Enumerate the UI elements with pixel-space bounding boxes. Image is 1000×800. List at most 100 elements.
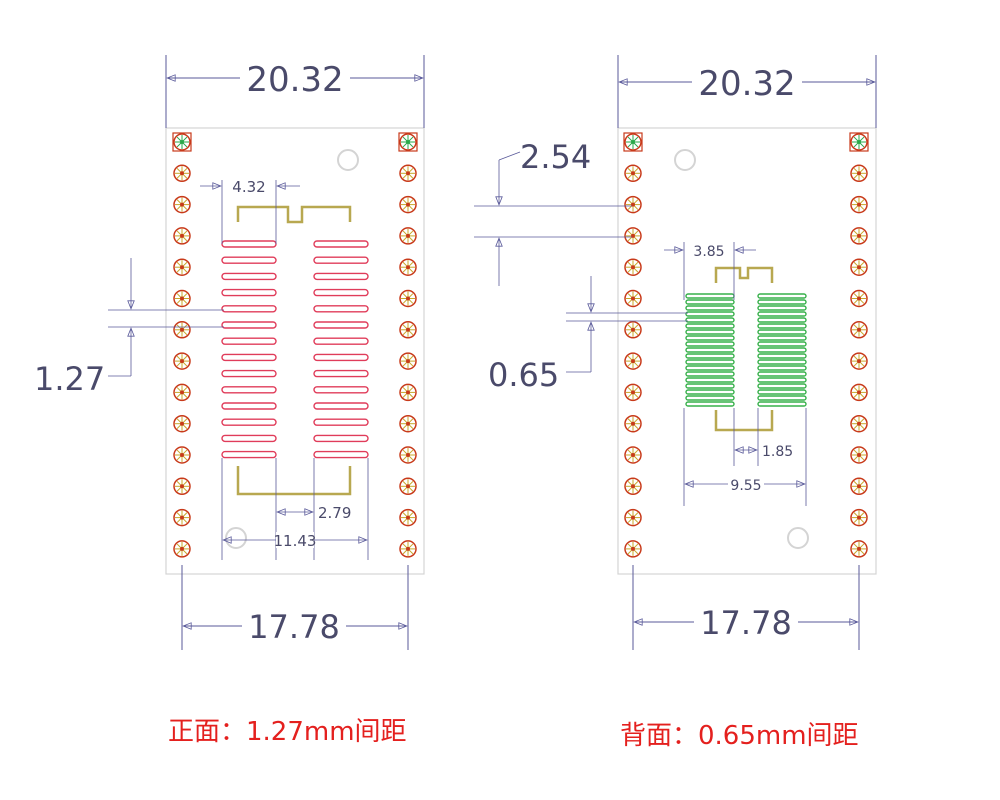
back-pad-left-14 — [685, 371, 735, 377]
front-pad-left-13 — [221, 434, 277, 443]
front-pin-left-12 — [173, 477, 191, 496]
front-dim-inner: 2.79 — [318, 504, 351, 522]
back-pin-left-2 — [624, 164, 642, 183]
back-dim-pad-span: 9.55 — [730, 478, 761, 494]
front-pin-right-5 — [399, 258, 417, 276]
back-smd-pads — [685, 293, 807, 407]
back-pad-right-7 — [757, 329, 807, 335]
front-silkscreen-top — [236, 205, 352, 224]
front-board: 20.32 17.78 4.32 1.27 2.79 11.43 正面：1.27… — [34, 55, 425, 747]
front-pin-left-9 — [173, 383, 191, 402]
back-pad-left-19 — [685, 401, 735, 407]
front-dim-pitch: 1.27 — [34, 360, 105, 398]
front-pad-right-6 — [313, 321, 369, 329]
back-pad-right-2 — [757, 299, 807, 305]
back-pad-left-9 — [685, 341, 735, 347]
front-pad-right-11 — [313, 402, 369, 410]
front-pin-column-right — [398, 132, 418, 558]
back-pin-left-4 — [624, 227, 642, 245]
front-pad-right-3 — [313, 272, 369, 281]
back-pin-right-9 — [850, 383, 868, 402]
back-pad-left-4 — [685, 311, 735, 317]
back-dim-width-bottom: 17.78 — [700, 604, 792, 642]
back-pin-right-11 — [850, 446, 868, 464]
front-pin-right-12 — [399, 477, 417, 496]
back-pin-left-11 — [624, 446, 642, 464]
back-pin-right-13 — [850, 508, 868, 527]
back-pad-right-11 — [757, 353, 807, 359]
back-dim-chip-gap: 3.85 — [693, 244, 724, 260]
back-pin-column-right — [849, 132, 869, 558]
front-dim-pad-span: 11.43 — [274, 532, 317, 550]
front-pad-left-5 — [221, 305, 277, 313]
front-pin-right-3 — [399, 195, 417, 214]
back-dim-row-pitch: 2.54 — [520, 138, 591, 176]
back-pad-left-5 — [685, 317, 735, 323]
back-pad-right-9 — [757, 341, 807, 347]
front-pin-right-7 — [399, 321, 417, 339]
front-pin-right-6 — [399, 289, 417, 308]
back-pad-left-3 — [685, 305, 735, 311]
front-pin-left-7 — [173, 321, 191, 339]
front-pin-right-4 — [399, 227, 417, 245]
back-pin-right-8 — [850, 352, 868, 370]
front-pin-left-10 — [173, 414, 191, 433]
back-pin-left-14 — [624, 540, 642, 558]
front-pin-left-6 — [173, 289, 191, 308]
back-pin-left-13 — [624, 508, 642, 527]
back-pin-right-6 — [850, 289, 868, 308]
back-pin-left-7 — [624, 321, 642, 339]
front-pad-left-9 — [221, 369, 277, 378]
back-pad-left-17 — [685, 389, 735, 395]
front-pin-right-13 — [399, 508, 417, 527]
back-pin-right-1 — [849, 132, 869, 152]
front-silkscreen-bottom — [236, 466, 352, 496]
back-pad-right-16 — [757, 383, 807, 389]
back-pad-right-14 — [757, 371, 807, 377]
back-pin-right-12 — [850, 477, 868, 496]
back-pad-left-10 — [685, 347, 735, 353]
back-pad-right-6 — [757, 323, 807, 329]
front-pin-left-5 — [173, 258, 191, 276]
front-pad-right-13 — [313, 434, 369, 443]
front-pad-left-4 — [221, 288, 277, 297]
front-pad-right-12 — [313, 418, 369, 426]
back-pin-left-6 — [624, 289, 642, 308]
front-pad-right-14 — [313, 450, 369, 459]
front-pin-left-13 — [173, 508, 191, 527]
front-pin-right-8 — [399, 352, 417, 370]
back-pad-right-4 — [757, 311, 807, 317]
front-pad-right-9 — [313, 369, 369, 378]
back-pin-right-10 — [850, 414, 868, 433]
back-pin-left-10 — [624, 414, 642, 433]
back-pin-right-4 — [850, 227, 868, 245]
front-pin-left-11 — [173, 446, 191, 464]
back-pad-left-16 — [685, 383, 735, 389]
front-pad-left-10 — [221, 386, 277, 394]
back-pad-left-13 — [685, 365, 735, 371]
back-pin-left-5 — [624, 258, 642, 276]
front-pad-left-2 — [221, 256, 277, 264]
back-pad-right-12 — [757, 359, 807, 365]
back-board-outline — [617, 127, 877, 575]
front-pad-left-7 — [221, 337, 277, 345]
back-silkscreen-bottom — [714, 410, 774, 432]
front-pad-left-3 — [221, 272, 277, 281]
back-pad-left-2 — [685, 299, 735, 305]
back-pad-left-12 — [685, 359, 735, 365]
back-pad-right-19 — [757, 401, 807, 407]
front-pin-left-3 — [173, 195, 191, 214]
back-pad-left-8 — [685, 335, 735, 341]
back-pad-left-7 — [685, 329, 735, 335]
back-pad-right-3 — [757, 305, 807, 311]
back-pad-left-18 — [685, 395, 735, 401]
back-pad-right-8 — [757, 335, 807, 341]
front-pad-right-4 — [313, 288, 369, 297]
back-dim-pitch: 0.65 — [488, 356, 559, 394]
back-pad-right-10 — [757, 347, 807, 353]
front-pin-left-2 — [173, 164, 191, 183]
back-pad-right-1 — [757, 293, 807, 299]
front-dim-width-bottom: 17.78 — [248, 608, 340, 646]
back-pin-right-3 — [850, 195, 868, 214]
